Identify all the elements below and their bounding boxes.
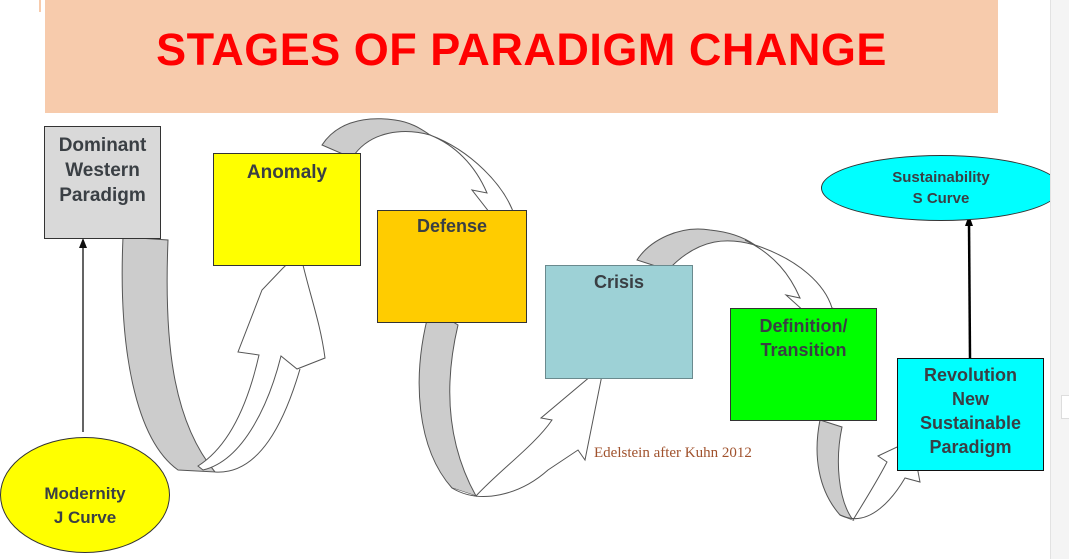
- curved-arrow-band: [121, 236, 217, 473]
- ellipse-label-line: Modernity: [44, 484, 126, 503]
- stage-label-line: Western: [65, 160, 140, 181]
- banner-edge: [39, 0, 41, 12]
- arrow-head-icon: [965, 215, 973, 226]
- title-banner: [45, 0, 998, 113]
- stage-label-line: Sustainable: [919, 413, 1022, 433]
- sustainability-s-curve-ellipse: Sustainability S Curve: [821, 155, 1061, 221]
- curved-arrow-band: [321, 118, 431, 159]
- stage-label-line: Revolution: [924, 365, 1017, 385]
- stage-label-line: Paradigm: [929, 437, 1012, 457]
- scrollbar-thumb[interactable]: [1061, 395, 1069, 419]
- stage-revolution: Revolution New Sustainable Paradigm: [897, 358, 1044, 471]
- stage-label: Defense: [416, 216, 488, 236]
- curved-arrow-head: [429, 134, 528, 223]
- stage-label-line: New: [951, 389, 989, 409]
- stage-label: Anomaly: [246, 162, 328, 183]
- stage-anomaly: Anomaly: [213, 153, 361, 266]
- arrow-head-icon: [79, 238, 87, 248]
- scrollbar[interactable]: [1050, 0, 1069, 559]
- curved-arrow-head: [451, 363, 605, 497]
- stage-crisis: Crisis: [545, 265, 693, 379]
- stage-definition-transition: Definition/ Transition: [730, 308, 877, 421]
- curved-arrow-band: [636, 228, 756, 271]
- stage-defense: Defense: [377, 210, 527, 323]
- curved-arrow-band: [418, 307, 478, 497]
- ellipse-label-line: J Curve: [53, 508, 117, 527]
- stage-label-line: Transition: [760, 340, 847, 360]
- stage-label-line: Definition/: [759, 316, 848, 336]
- stage-label: Crisis: [593, 272, 645, 292]
- revolution-to-sustainability-arrow: [967, 221, 972, 359]
- stage-label-line: Paradigm: [59, 185, 146, 206]
- curved-arrow-head: [197, 251, 326, 471]
- stage-label-line: Dominant: [58, 135, 147, 156]
- curved-arrow-band: [816, 419, 855, 522]
- ellipse-label-line: Sustainability: [892, 169, 990, 186]
- slide-title: STAGES OF PARADIGM CHANGE: [156, 24, 887, 75]
- stage-dominant-western-paradigm: Dominant Western Paradigm: [44, 126, 161, 239]
- credit-text: Edelstein after Kuhn 2012: [594, 445, 752, 461]
- ellipse-label-line: S Curve: [912, 190, 970, 207]
- modernity-j-curve-ellipse: Modernity J Curve: [0, 437, 170, 553]
